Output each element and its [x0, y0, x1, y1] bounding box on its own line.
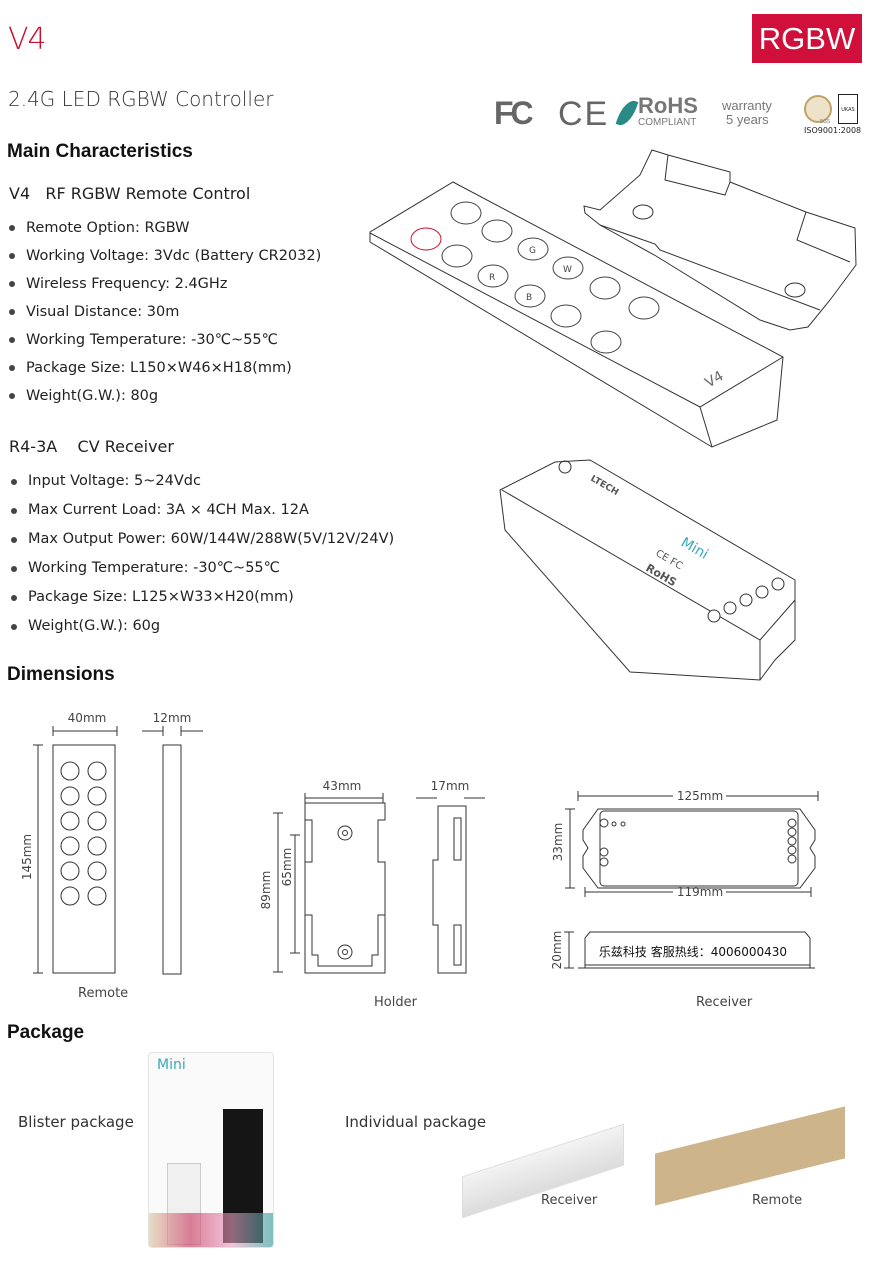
power-button — [410, 227, 442, 251]
receiver-height-label: 20mm — [550, 931, 564, 970]
holder-caption: Holder — [374, 995, 417, 1010]
remote-illustration: R G B W V4 — [369, 181, 784, 448]
dimensions-heading: Dimensions — [7, 664, 115, 685]
rohs-compliant: COMPLIANT — [638, 117, 697, 128]
list-item: Weight(G.W.): 80g — [8, 382, 321, 410]
holder-illustration — [583, 149, 857, 331]
receiver-dimension-drawing — [564, 791, 819, 969]
b-label: B — [526, 293, 532, 303]
list-item: Visual Distance: 30m — [8, 298, 321, 326]
holder-height-label: 89mm — [259, 871, 273, 910]
color-r-button — [477, 264, 509, 288]
remote-thickness-label: 12mm — [153, 711, 192, 725]
scene-button — [628, 296, 660, 320]
list-item: Max Output Power: 60W/144W/288W(5V/12V/2… — [10, 525, 394, 554]
remote-title: V4 RF RGBW Remote Control — [9, 184, 251, 203]
list-item: Weight(G.W.): 60g — [10, 612, 394, 641]
indicator-led-icon — [558, 460, 572, 474]
g-label: G — [529, 246, 536, 256]
list-item: Max Current Load: 3A × 4CH Max. 12A — [10, 496, 394, 525]
brand-logo: V4 — [8, 22, 47, 57]
fcc-logo: FC — [494, 95, 534, 131]
ukas-text: UKAS — [841, 107, 855, 113]
ce-logo: CE — [558, 95, 610, 133]
remote-caption: Remote — [78, 986, 129, 1001]
receiver-side-label: 乐兹科技 客服热线：4006000430 — [599, 944, 787, 959]
blister-package-label: Blister package — [18, 1113, 134, 1131]
sgs-text: SGS — [820, 119, 831, 125]
holder-inner-label: 65mm — [280, 848, 294, 887]
warranty-logo: warranty — [722, 98, 772, 113]
screw-hole-icon — [632, 204, 654, 220]
certification-logos: FC CE RoHS COMPLIANT warranty 5 years SG… — [494, 93, 864, 138]
w-label: W — [563, 265, 572, 275]
list-item: Working Temperature: -30℃~55℃ — [8, 326, 321, 354]
receiver-length-label: 125mm — [677, 789, 723, 803]
receiver-illustration: LTECH Mini CE FC RoHS — [499, 459, 796, 681]
up-button — [481, 219, 513, 243]
screw-hole-icon — [784, 282, 806, 298]
list-item: Working Temperature: -30℃~55℃ — [10, 554, 394, 583]
remote-dimension-drawing — [33, 726, 203, 975]
receiver-caption: Receiver — [696, 995, 753, 1010]
scene-button — [550, 304, 582, 328]
mode-button — [450, 201, 482, 225]
color-b-button — [514, 284, 546, 308]
main-characteristics-heading: Main Characteristics — [7, 141, 193, 162]
scene-button — [589, 276, 621, 300]
rohs-logo: RoHS — [638, 93, 698, 118]
holder-width-label: 43mm — [323, 779, 362, 793]
remote-specs-list: Remote Option: RGBW Working Voltage: 3Vd… — [8, 214, 321, 410]
list-item: Working Voltage: 3Vdc (Battery CR2032) — [8, 242, 321, 270]
remote-height-label: 145mm — [20, 834, 34, 880]
receiver-box-caption: Receiver — [541, 1193, 598, 1208]
list-item: Wireless Frequency: 2.4GHz — [8, 270, 321, 298]
scene-button — [590, 330, 622, 354]
list-item: Package Size: L150×W46×H18(mm) — [8, 354, 321, 382]
list-item: Input Voltage: 5~24Vdc — [10, 467, 394, 496]
iso-text: ISO9001:2008 — [804, 126, 862, 135]
package-heading: Package — [7, 1022, 85, 1043]
down-button — [441, 244, 473, 268]
sgs-seal-icon — [804, 95, 832, 123]
list-item: Remote Option: RGBW — [8, 214, 321, 242]
color-g-button — [517, 237, 549, 261]
receiver-title: R4-3A CV Receiver — [9, 437, 174, 456]
holder-thickness-label: 17mm — [431, 779, 470, 793]
remote-box-caption: Remote — [752, 1193, 803, 1208]
individual-package-label: Individual package — [345, 1113, 487, 1131]
rgbw-badge: RGBW — [752, 14, 862, 63]
receiver-width-label: 33mm — [551, 823, 565, 862]
holder-dimension-drawing — [273, 793, 485, 974]
list-item: Package Size: L125×W33×H20(mm) — [10, 583, 394, 612]
blister-brand: Mini — [157, 1057, 186, 1073]
ukas-logo: UKAS — [838, 94, 858, 124]
color-w-button — [552, 256, 584, 280]
receiver-specs-list: Input Voltage: 5~24Vdc Max Current Load:… — [10, 467, 394, 641]
warranty-years: 5 years — [726, 112, 769, 127]
page-title: 2.4G LED RGBW Controller — [8, 87, 274, 111]
receiver-inner-label: 119mm — [677, 885, 723, 899]
blister-decoration — [149, 1213, 273, 1247]
remote-width-label: 40mm — [68, 711, 107, 725]
blister-package-image: Mini — [148, 1052, 274, 1248]
r-label: R — [489, 273, 495, 283]
